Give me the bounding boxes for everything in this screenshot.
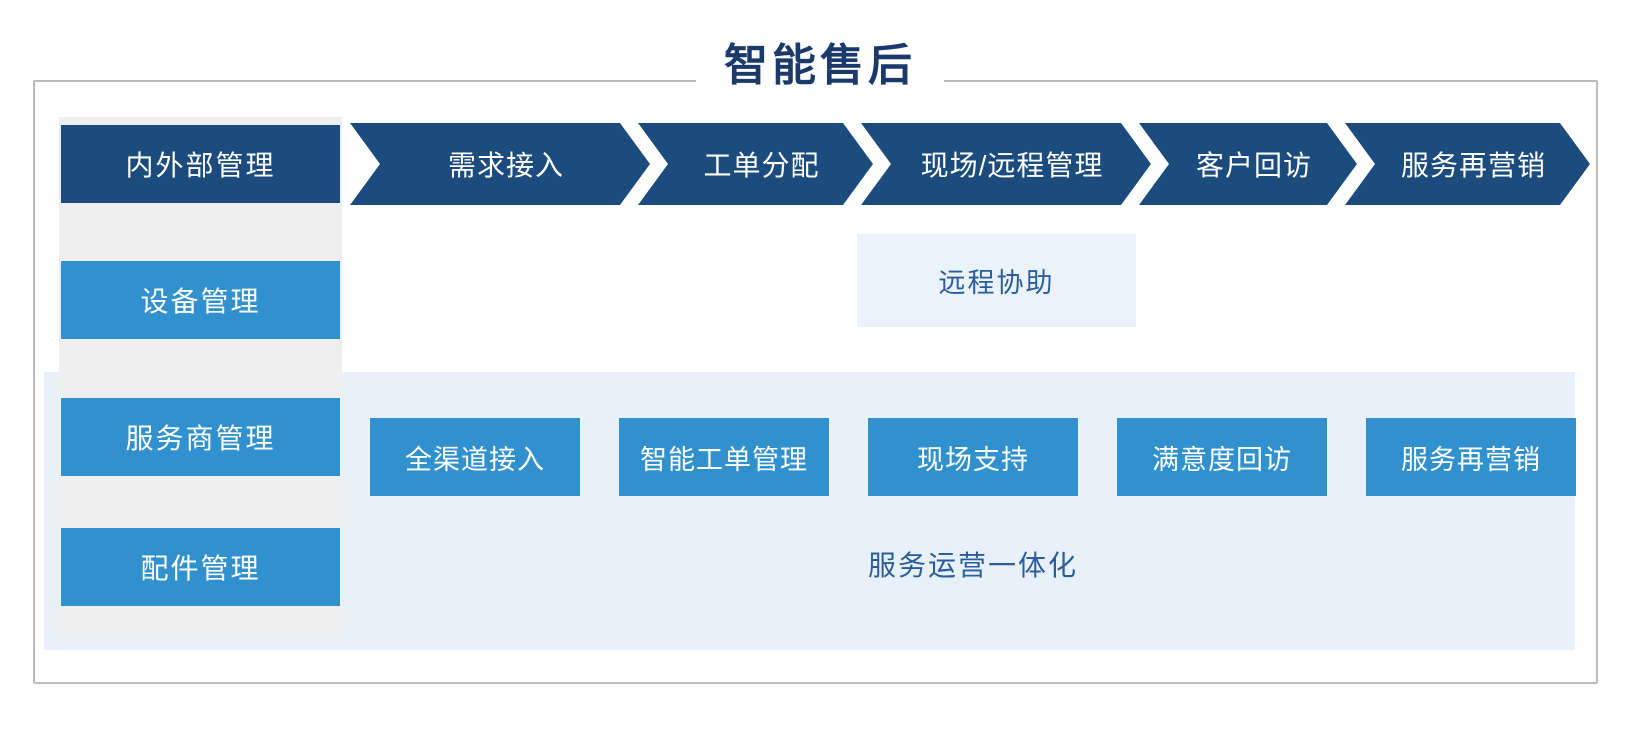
flow-step-service-remarketing: 服务再营销 <box>1345 123 1590 205</box>
sidebar-column: 内外部管理 设备管理 服务商管理 配件管理 <box>59 117 342 637</box>
band-box-smart-ticket-management: 智能工单管理 <box>619 418 829 496</box>
band-box-onsite-support: 现场支持 <box>868 418 1078 496</box>
flow-step-customer-followup: 客户回访 <box>1139 123 1357 205</box>
sidebar-item-internal-external-management: 内外部管理 <box>61 125 340 203</box>
remote-assist-callout: 远程协助 <box>857 234 1136 327</box>
sidebar-item-parts-management: 配件管理 <box>61 528 340 606</box>
sidebar-item-equipment-management: 设备管理 <box>61 261 340 339</box>
process-flow: 需求接入 工单分配 现场/远程管理 客户回访 服务再营销 <box>350 123 1590 205</box>
page-title: 智能售后 <box>696 40 944 92</box>
flow-step-demand-access: 需求接入 <box>350 123 650 205</box>
flow-step-onsite-remote-management: 现场/远程管理 <box>861 123 1151 205</box>
band-box-omnichannel-access: 全渠道接入 <box>370 418 580 496</box>
band-box-satisfaction-followup: 满意度回访 <box>1117 418 1327 496</box>
sidebar-item-service-provider-management: 服务商管理 <box>61 398 340 476</box>
service-ops-caption: 服务运营一体化 <box>867 550 1078 581</box>
main-panel: 全渠道接入 智能工单管理 现场支持 满意度回访 服务再营销 服务运营一体化 远程… <box>33 80 1598 684</box>
band-box-service-remarketing: 服务再营销 <box>1366 418 1576 496</box>
flow-step-ticket-dispatch: 工单分配 <box>638 123 873 205</box>
